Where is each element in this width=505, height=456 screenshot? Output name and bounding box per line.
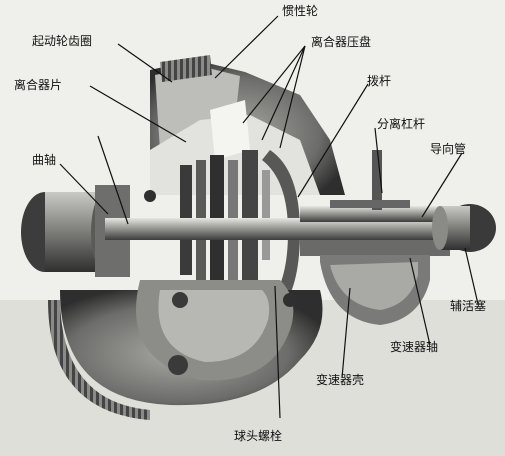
label-transmission-shaft: 变速器轴 [390, 339, 438, 354]
leader-starter-ring-gear [117, 43, 173, 83]
leader-pressure-plate-c [279, 45, 306, 149]
label-crankshaft: 曲轴 [32, 152, 56, 167]
label-guide-tube: 导向管 [430, 141, 466, 156]
label-release-lever: 分离杠杆 [377, 116, 425, 131]
label-ball-head-bolt: 球头螺栓 [234, 428, 282, 443]
leader-guide-tube [421, 152, 463, 218]
leader-crankshaft-2 [97, 135, 129, 225]
leader-lever [297, 83, 369, 198]
leader-auxiliary-piston [464, 247, 479, 305]
leader-lines [59, 15, 479, 419]
labels: 惯性轮 起动轮齿圈 离合器压盘 离合器片 拨杆 分离杠杆 曲轴 导向管 辅活塞 … [14, 3, 486, 443]
label-flywheel: 惯性轮 [282, 3, 318, 18]
label-starter-ring-gear: 起动轮齿圈 [32, 34, 92, 48]
leader-ball-head-bolt [274, 285, 281, 419]
label-clutch-pressure-plate: 离合器压盘 [311, 34, 371, 49]
label-transmission-housing: 变速器壳 [316, 372, 364, 387]
leader-release-lever [374, 127, 383, 194]
leader-transmission-housing [341, 287, 351, 379]
label-auxiliary-piston: 辅活塞 [450, 298, 486, 313]
leader-pressure-plate-a [242, 45, 306, 124]
label-clutch-plate: 离合器片 [14, 77, 62, 92]
leader-clutch-plate [89, 85, 187, 143]
clutch-assembly-illustration [21, 55, 496, 420]
leader-pressure-plate-b [261, 45, 306, 141]
label-lever: 拨杆 [367, 74, 391, 88]
leader-transmission-shaft [409, 257, 431, 346]
leader-flywheel [214, 15, 279, 79]
leader-crankshaft [59, 163, 109, 215]
